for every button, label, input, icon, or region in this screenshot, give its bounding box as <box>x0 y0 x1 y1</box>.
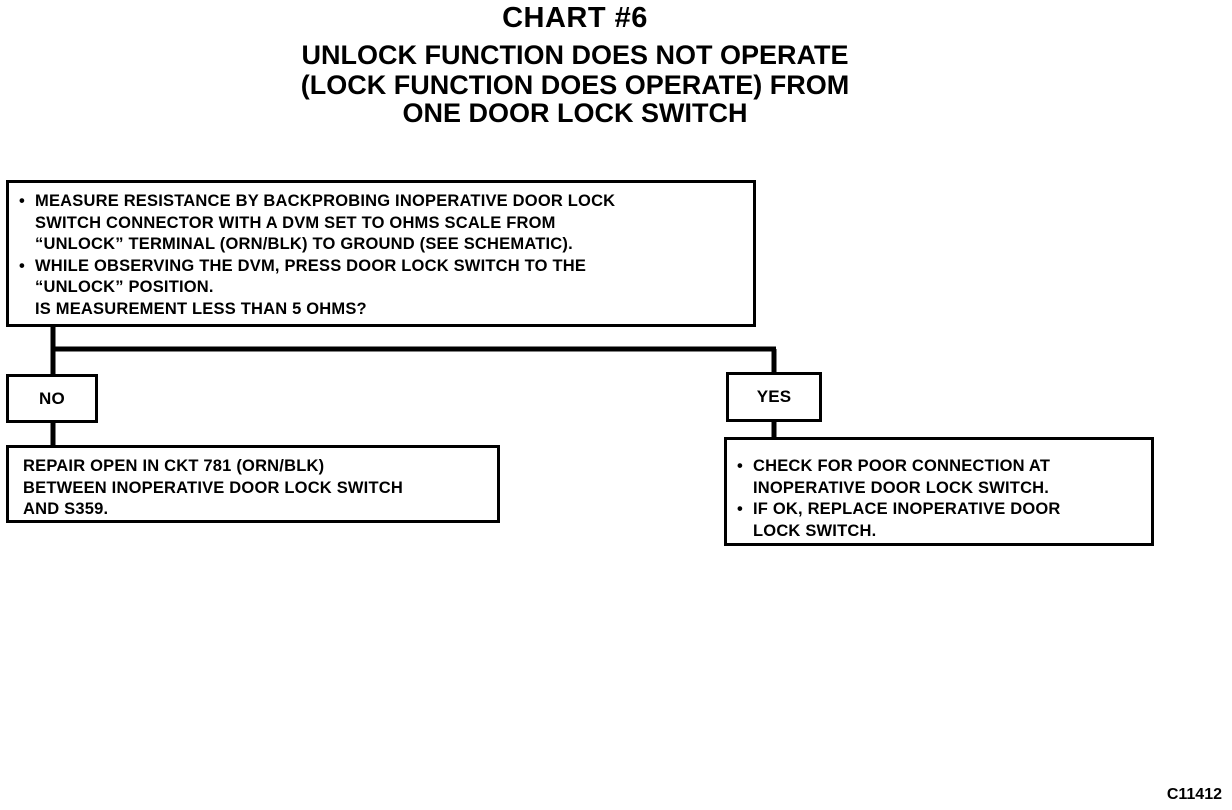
yes-result-box: • CHECK FOR POOR CONNECTION AT INOPERATI… <box>724 437 1154 546</box>
bullet-icon: • <box>19 192 25 210</box>
main-test-step-box: • MEASURE RESISTANCE BY BACKPROBING INOP… <box>6 180 756 327</box>
main-step-item-1-line-2: SWITCH CONNECTOR WITH A DVM SET TO OHMS … <box>35 213 556 232</box>
chart-subtitle-line-1: UNLOCK FUNCTION DOES NOT OPERATE <box>301 40 849 70</box>
yes-result-item-2: • IF OK, REPLACE INOPERATIVE DOOR <box>737 499 1145 521</box>
main-step-item-2-line-2: “UNLOCK” POSITION. <box>35 278 214 296</box>
main-step-item-2-line-1: WHILE OBSERVING THE DVM, PRESS DOOR LOCK… <box>35 256 587 275</box>
no-result-line-2: BETWEEN INOPERATIVE DOOR LOCK SWITCH <box>23 478 403 497</box>
no-result-box: REPAIR OPEN IN CKT 781 (ORN/BLK) BETWEEN… <box>6 445 500 523</box>
yes-branch-box: YES <box>726 372 822 422</box>
chart-number-title: CHART #6 <box>502 2 648 34</box>
main-step-item-2: • WHILE OBSERVING THE DVM, PRESS DOOR LO… <box>19 256 745 278</box>
bullet-icon: • <box>19 256 25 275</box>
yes-result-item-1: • CHECK FOR POOR CONNECTION AT <box>737 456 1145 478</box>
yes-result-item-1-line-2: INOPERATIVE DOOR LOCK SWITCH. <box>753 478 1050 497</box>
main-step-item-1-line-1: MEASURE RESISTANCE BY BACKPROBING INOPER… <box>35 192 616 210</box>
chart-subtitle-line-2: (LOCK FUNCTION DOES OPERATE) FROM <box>300 70 850 100</box>
yes-result-item-1-line-1: CHECK FOR POOR CONNECTION AT <box>753 457 1051 475</box>
no-result-line-1: REPAIR OPEN IN CKT 781 (ORN/BLK) <box>23 457 325 475</box>
bullet-icon: • <box>737 500 743 518</box>
no-branch-label: NO <box>39 388 65 408</box>
yes-result-item-2-line-2: LOCK SWITCH. <box>753 521 877 540</box>
no-branch-box: NO <box>6 374 98 423</box>
no-result-line-3: AND S359. <box>23 500 109 518</box>
yes-result-item-2-line-1: IF OK, REPLACE INOPERATIVE DOOR <box>753 500 1061 518</box>
yes-branch-label: YES <box>756 387 792 407</box>
chart-subtitle-line-3: ONE DOOR LOCK SWITCH <box>402 98 748 128</box>
main-step-item-1-line-3: “UNLOCK” TERMINAL (ORN/BLK) TO GROUND (S… <box>35 235 573 253</box>
main-step-item-1: • MEASURE RESISTANCE BY BACKPROBING INOP… <box>19 191 745 213</box>
bullet-icon: • <box>737 457 743 475</box>
figure-reference-code: C11412 <box>1166 786 1222 803</box>
main-step-question: IS MEASUREMENT LESS THAN 5 OHMS? <box>35 299 367 318</box>
